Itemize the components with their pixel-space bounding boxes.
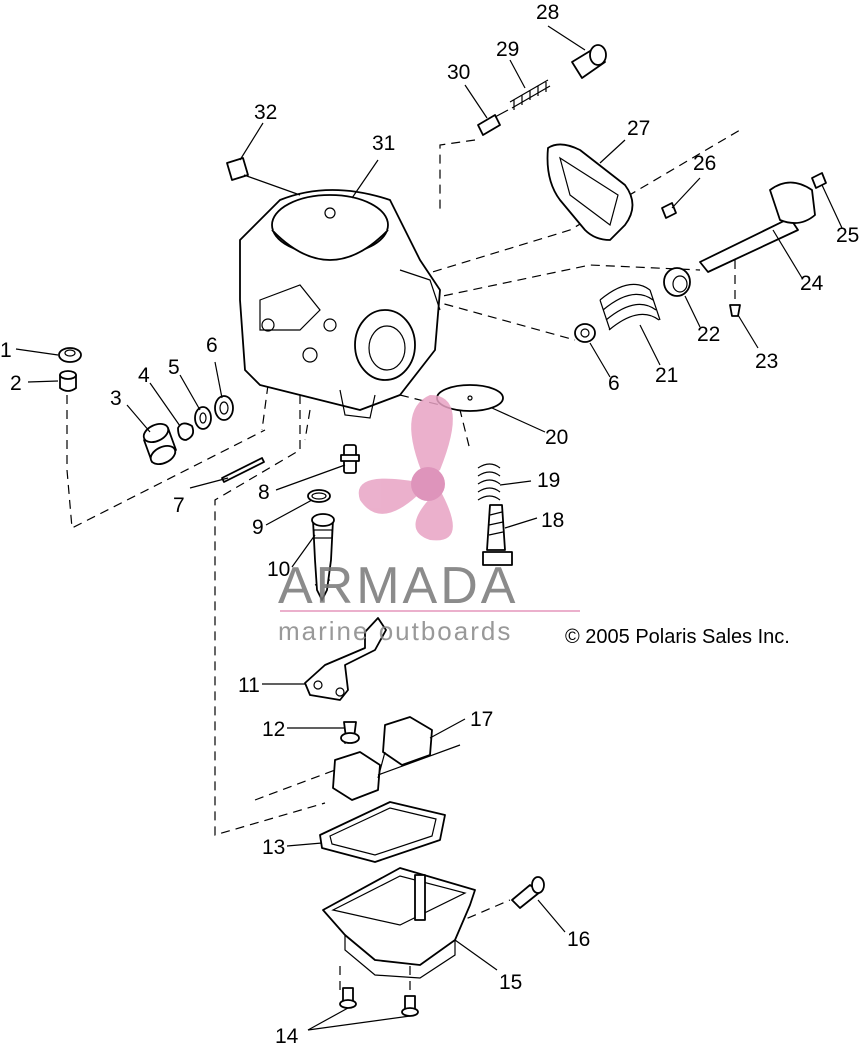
watermark-divider [280,610,580,612]
part-23-screw [729,304,741,317]
part-12-screw [340,721,360,744]
callout-25: 25 [836,224,859,247]
callout-9: 9 [252,516,264,539]
armada-watermark: ARMADA marine outboards [278,395,580,646]
part-22-bushing [663,267,691,297]
callout-14: 14 [275,1025,299,1045]
part-30-needle [477,109,509,136]
part-13-gasket [319,801,446,863]
callout-13: 13 [262,836,285,859]
part-31-carburetor-body [239,189,441,419]
callout-6-left: 6 [206,334,218,357]
callout-29: 29 [496,38,519,61]
callout-26: 26 [693,152,716,175]
part-6-seal-left [214,395,234,421]
callout-24: 24 [800,272,824,295]
callout-27: 27 [627,117,650,140]
part-7-pin [221,457,265,483]
part-8-jet [340,444,360,474]
watermark-tagline: marine outboards [278,616,512,646]
callout-31: 31 [372,132,395,155]
part-17-float [332,716,461,801]
part-6-seal-right [574,323,596,343]
part-3-cap [142,423,177,465]
part-15-float-bowl [322,867,476,979]
part-20-diaphragm [436,384,504,412]
part-24-shaft [699,181,816,273]
part-27-cover [546,143,634,241]
callout-22: 22 [697,323,720,346]
callout-20: 20 [545,426,568,449]
callout-16: 16 [567,928,590,951]
callout-32: 32 [254,101,277,124]
leader-lines [15,25,843,1031]
callout-3: 3 [110,387,122,410]
part-19-spring [477,463,501,501]
callout-28: 28 [536,1,559,24]
callout-11: 11 [238,674,260,697]
part-1-washer [58,347,82,363]
callout-4: 4 [138,364,150,387]
part-21-spring [599,283,661,331]
callout-8: 8 [258,481,270,504]
callout-30: 30 [447,61,470,84]
part-18-idle-screw [482,504,513,566]
watermark-brand: ARMADA [278,557,518,615]
callout-17: 17 [470,708,493,731]
part-10-needle-jet [311,513,335,601]
callout-12: 12 [262,718,285,741]
callout-5: 5 [168,356,180,379]
callout-6-right: 6 [608,372,620,395]
callout-19: 19 [537,469,560,492]
propeller-logo-icon [358,395,453,541]
part-11-bracket [304,617,387,701]
part-25-screw [811,172,827,189]
part-14-screws [339,987,419,1017]
callout-15: 15 [499,971,522,994]
callout-23: 23 [755,350,778,373]
callout-21: 21 [655,364,678,387]
copyright-text: © 2005 Polaris Sales Inc. [565,626,790,648]
part-29-spring [509,79,551,110]
callout-7: 7 [173,494,185,517]
callout-10: 10 [267,558,290,581]
part-9-o-ring [307,489,331,503]
callout-18: 18 [541,509,564,532]
callout-1: 1 [0,339,12,362]
part-16-screw [511,876,545,909]
callout-2: 2 [10,372,22,395]
part-28-plug [571,44,607,79]
alignment-lines [66,129,741,990]
part-32-screw [226,157,249,181]
part-5-washer [194,406,212,430]
part-4-clip [177,422,195,441]
part-2-nut [59,370,77,392]
